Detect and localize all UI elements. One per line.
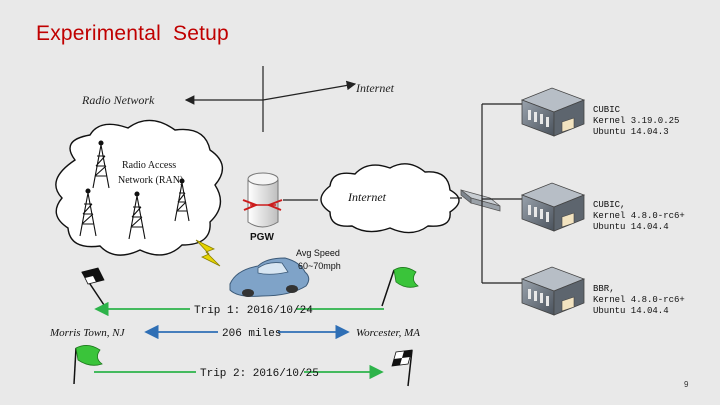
lightning-icon [195, 239, 221, 267]
ran-label-line1: Radio Access [122, 160, 176, 171]
destination-city: Worcester, MA [356, 327, 420, 339]
server-label-line2: Kernel 3.19.0.25 [593, 116, 679, 126]
internet-cloud: Internet [320, 163, 460, 234]
server-icon [520, 266, 586, 316]
server-label-line1: CUBIC, [593, 200, 625, 210]
pgw-router-icon: PGW [242, 172, 283, 243]
server-label-line3: Ubuntu 14.04.3 [593, 127, 669, 137]
internet-top-label: Internet [355, 81, 395, 95]
checkered-flag-icon [391, 349, 413, 387]
distance-label: 206 miles [222, 328, 281, 340]
car-icon [229, 257, 310, 297]
trip2-label: Trip 2: 2016/10/25 [200, 368, 319, 380]
pgw-label: PGW [250, 232, 274, 243]
server-label-line1: CUBIC [593, 105, 621, 115]
radio-network-label: Radio Network [81, 93, 155, 107]
server-label-line3: Ubuntu 14.04.4 [593, 222, 669, 232]
cell-tower-icon [92, 140, 110, 189]
server-icon [520, 87, 586, 137]
page-number: 9 [684, 380, 689, 389]
slide-title: Experimental Setup [36, 22, 229, 45]
server-label-line2: Kernel 4.8.0-rc6+ [593, 211, 685, 221]
cell-tower-icon [174, 178, 190, 222]
server-label-line3: Ubuntu 14.04.4 [593, 306, 669, 316]
server-label-line1: BBR, [593, 284, 615, 294]
server-icon [520, 182, 586, 232]
top-network-split: Radio Network Internet [81, 66, 395, 132]
checkered-flag-icon [81, 267, 107, 309]
network-switch-icon [460, 189, 501, 212]
origin-city: Morris Town, NJ [49, 327, 126, 339]
trip1-label: Trip 1: 2016/10/24 [194, 305, 313, 317]
ran-label-line2: Network (RAN) [118, 175, 183, 186]
server-label-line2: Kernel 4.8.0-rc6+ [593, 295, 685, 305]
internet-cloud-label: Internet [347, 190, 387, 204]
avg-speed-line1: Avg Speed [296, 248, 340, 258]
ran-cloud: Radio Access Network (RAN) [55, 119, 223, 256]
switch-server-links [481, 103, 528, 284]
cell-tower-icon [79, 188, 97, 237]
green-flag-icon [381, 267, 419, 307]
green-flag-icon [73, 345, 103, 385]
cell-tower-icon [128, 191, 146, 240]
avg-speed-line2: 60~70mph [298, 261, 341, 271]
